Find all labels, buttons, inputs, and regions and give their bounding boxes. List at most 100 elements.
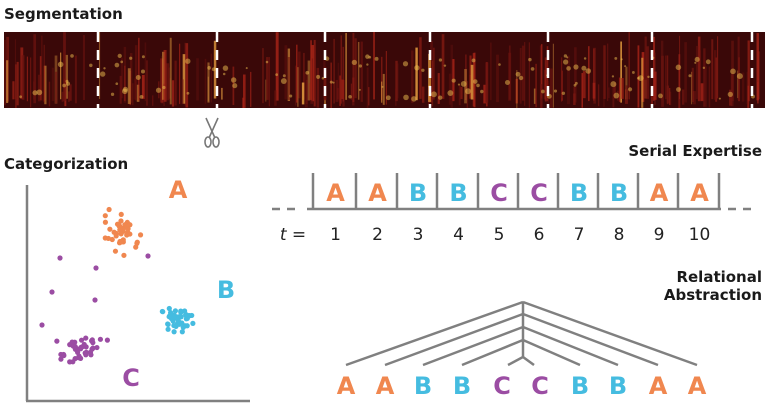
spectrogram-energy (562, 59, 569, 65)
spectrogram-streak (204, 58, 207, 104)
cluster-C-point (145, 253, 151, 259)
cluster-C-point (67, 359, 73, 365)
spectrogram-streak (169, 78, 172, 99)
spectrogram-streak (574, 47, 577, 103)
spectrogram-streak (528, 42, 530, 108)
spectrogram-streak (661, 55, 664, 107)
spectrogram-streak (51, 67, 55, 102)
spectrogram-streak (606, 43, 609, 102)
spectrogram-streak (162, 51, 165, 100)
scissors-icon (204, 117, 220, 148)
spectrogram-streak (607, 87, 610, 99)
spectrogram-streak (597, 84, 600, 107)
spectrogram-streak (152, 95, 154, 106)
spectrogram-streak (74, 55, 77, 104)
spectrogram-streak (127, 68, 131, 104)
spectrogram-streak (603, 45, 606, 99)
spectrogram-streak (275, 32, 279, 101)
spectrogram-streak (305, 79, 308, 104)
cluster-B-point (166, 305, 172, 312)
spectrogram-streak (466, 81, 469, 108)
cluster-A-point (134, 240, 140, 246)
spectrogram-streak (307, 60, 311, 101)
spectrogram-streak (339, 75, 341, 106)
spectrogram-energy (705, 59, 711, 65)
time-step: 9 (654, 225, 665, 245)
spectrogram-streak (544, 57, 547, 102)
spectrogram (4, 32, 765, 108)
spectrogram-energy (438, 95, 443, 100)
spectrogram-energy (117, 53, 122, 59)
sequence-element: B (449, 179, 467, 207)
spectrogram-streak (182, 54, 186, 104)
cluster-C-point (97, 336, 104, 342)
spectrogram-streak (132, 83, 134, 106)
spectrogram-energy (727, 91, 733, 98)
spectrogram-streak (381, 81, 383, 103)
spectrogram-energy (36, 89, 43, 96)
spectrogram-energy (402, 61, 409, 67)
spectrogram-streak (284, 45, 288, 100)
sequence-element: C (490, 179, 508, 207)
spectrogram-streak (644, 77, 646, 99)
spectrogram-streak (430, 40, 433, 100)
spectrogram-energy (155, 87, 162, 93)
tree-leaf: B (453, 372, 471, 400)
spectrogram-streak (352, 32, 355, 103)
spectrogram-energy (140, 69, 145, 74)
time-step: 3 (413, 225, 424, 245)
segmentation-title: Segmentation (4, 5, 123, 23)
spectrogram-energy (451, 78, 456, 83)
spectrogram-energy (114, 62, 120, 68)
spectrogram-streak (618, 77, 621, 102)
spectrogram-energy (530, 67, 535, 71)
cluster-B-point (178, 314, 184, 320)
spectrogram-energy (207, 66, 211, 70)
spectrogram-streak (540, 44, 543, 99)
time-step: 1 (330, 225, 341, 245)
spectrogram-energy (305, 70, 310, 75)
spectrogram-streak (161, 55, 163, 102)
spectrogram-streak (60, 52, 62, 100)
spectrogram-energy (32, 90, 38, 96)
spectrogram-energy (694, 56, 700, 63)
spectrogram-energy (65, 81, 71, 86)
spectrogram-energy (610, 81, 617, 88)
cluster-C-point (90, 345, 96, 351)
serial-expertise-title: Serial Expertise (628, 142, 762, 160)
spectrogram-streak (469, 55, 472, 99)
spectrogram-energy (675, 64, 682, 71)
time-step: 10 (689, 225, 711, 245)
spectrogram-streak (483, 84, 487, 104)
spectrogram-streak (44, 65, 47, 105)
time-step: 2 (372, 225, 383, 245)
spectrogram-streak (21, 55, 25, 100)
spectrogram-streak (464, 54, 467, 101)
spectrogram-energy (121, 88, 128, 95)
spectrogram-streak (304, 72, 308, 108)
spectrogram-streak (352, 77, 355, 106)
spectrogram-energy (498, 63, 501, 66)
spectrogram-energy (614, 56, 618, 60)
spectrogram-streak (625, 66, 628, 100)
spectrogram-streak (30, 57, 32, 108)
spectrogram-energy (636, 76, 640, 80)
spectrogram-streak (373, 32, 375, 100)
spectrogram-energy (332, 81, 335, 84)
spectrogram-streak (524, 42, 526, 106)
tree-leaf: C (493, 372, 511, 400)
tree-branch (522, 355, 535, 367)
spectrogram-energy (573, 83, 577, 87)
cluster-A-point (107, 226, 113, 232)
spectrogram-energy (282, 74, 286, 78)
spectrogram-energy (141, 55, 145, 59)
tree-branch (522, 312, 659, 367)
cluster-C-point (72, 344, 78, 350)
spectrogram-streak (395, 88, 397, 106)
spectrogram-streak (14, 39, 17, 99)
spectrogram-streak (560, 57, 563, 99)
spectrogram-streak (573, 87, 576, 105)
spectrogram-streak (340, 35, 342, 104)
